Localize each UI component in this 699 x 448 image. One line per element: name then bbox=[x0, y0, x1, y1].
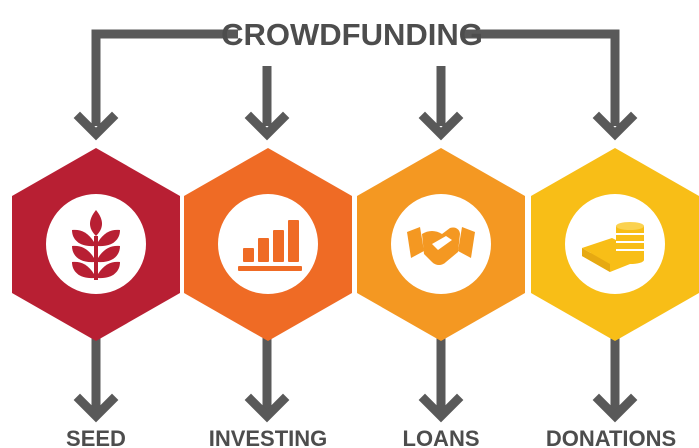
money-coins-icon bbox=[582, 222, 644, 272]
bar-chart-icon bbox=[238, 220, 302, 271]
handshake-icon bbox=[407, 227, 475, 265]
arrowhead-seed-top bbox=[73, 111, 119, 141]
connector-donations-top bbox=[462, 29, 620, 126]
label-loans: LOANS bbox=[403, 426, 480, 448]
connector-seed-top bbox=[91, 29, 238, 126]
arrowhead-seed-bottom bbox=[73, 393, 119, 423]
label-investing: INVESTING bbox=[209, 426, 328, 448]
arrowhead-loans-top bbox=[418, 111, 464, 141]
wheat-icon bbox=[72, 210, 120, 280]
arrowhead-investing-bottom bbox=[244, 393, 290, 423]
label-donations: DONATIONS bbox=[546, 426, 676, 448]
arrowhead-donations-bottom bbox=[592, 393, 638, 423]
diagram-title: CROWDFUNDING bbox=[221, 17, 483, 52]
top-arrowheads bbox=[73, 111, 638, 141]
arrowhead-donations-top bbox=[592, 111, 638, 141]
bottom-arrowheads bbox=[73, 393, 638, 423]
bottom-connectors bbox=[91, 335, 620, 410]
arrowhead-loans-bottom bbox=[418, 393, 464, 423]
arrowhead-investing-top bbox=[244, 111, 290, 141]
label-seed: SEED bbox=[66, 426, 126, 448]
top-connectors bbox=[91, 29, 620, 126]
